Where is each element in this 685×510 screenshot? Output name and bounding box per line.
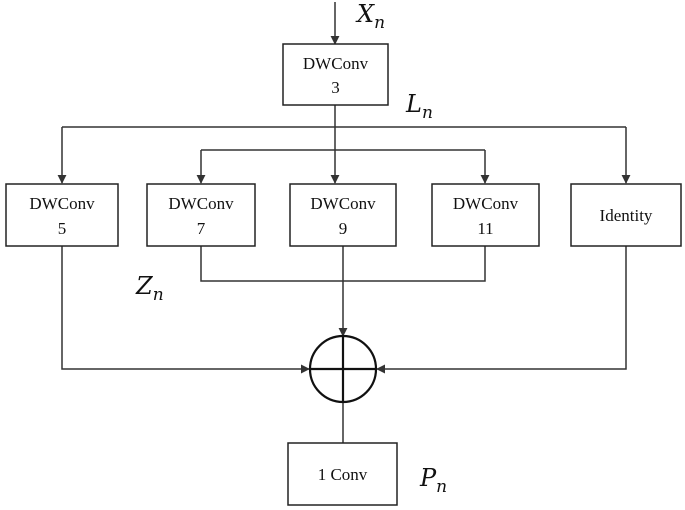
node-dwconv11: DWConv 11: [431, 183, 540, 247]
label-input-sub: n: [374, 13, 385, 33]
label-output-pn: Pn: [419, 464, 447, 497]
label-local-ln: Ln: [405, 90, 433, 123]
node-dwconv5: DWConv 5: [5, 183, 119, 247]
label-input-xn: Xn: [355, 0, 385, 33]
label-input-base: X: [355, 0, 375, 28]
node-dwconv3: DWConv 3: [282, 43, 389, 106]
node-conv1: 1 Conv: [287, 442, 398, 506]
node-dwconv3-line1: DWConv: [303, 54, 369, 73]
label-output-sub: n: [436, 477, 447, 497]
node-dwconv9: DWConv 9: [289, 183, 397, 247]
node-identity: Identity: [570, 183, 682, 247]
sum-node-icon: [308, 334, 378, 404]
node-dwconv7-line1: DWConv: [168, 194, 234, 213]
node-dwconv5-line2: 5: [58, 219, 67, 238]
node-conv1-label: 1 Conv: [318, 465, 368, 484]
label-local-sub: n: [422, 103, 433, 123]
edges: [57, 2, 631, 443]
edge-identity-to-sum: [376, 246, 627, 374]
label-mid-sub: n: [153, 285, 164, 305]
label-mid-base: Z: [135, 272, 154, 300]
label-local-base: L: [405, 90, 422, 118]
node-dwconv5-line1: DWConv: [29, 194, 95, 213]
label-mid-zn: Zn: [135, 272, 164, 305]
node-dwconv9-line2: 9: [339, 219, 348, 238]
node-dwconv3-line2: 3: [331, 78, 340, 97]
label-output-base: P: [419, 464, 437, 492]
node-dwconv11-line1: DWConv: [453, 194, 519, 213]
node-dwconv7: DWConv 7: [146, 183, 256, 247]
node-dwconv11-line2: 11: [477, 219, 493, 238]
edge-dwconv5-to-sum: [61, 246, 310, 374]
node-dwconv7-line2: 7: [197, 219, 206, 238]
node-dwconv9-line1: DWConv: [310, 194, 376, 213]
node-identity-label: Identity: [600, 206, 653, 225]
